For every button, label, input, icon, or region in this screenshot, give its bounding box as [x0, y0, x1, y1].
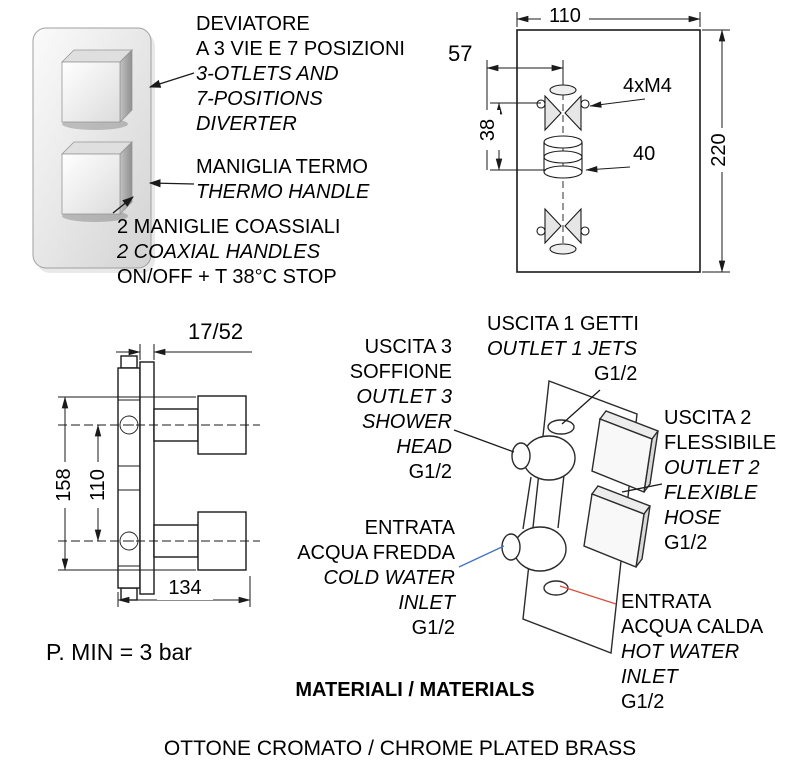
text-line: OUTLET 2 [664, 457, 760, 479]
cold-leader [458, 545, 505, 568]
outlet1-port [547, 419, 575, 435]
text-line: A 3 VIE E 7 POSIZIONI [196, 38, 405, 60]
plate-profile [139, 361, 155, 595]
text-line: 7-POSITIONS [196, 88, 323, 110]
screw-note-4xM4: 4xM4 [621, 74, 674, 98]
side-view-drawing [58, 344, 260, 607]
side-view-dimensions [58, 344, 260, 607]
text-line: G1/2 [408, 461, 452, 483]
lower-valve-body [513, 526, 567, 572]
callout-coaxial: 2 MANIGLIE COASSIALI 2 COAXIAL HANDLES O… [117, 215, 340, 290]
outlet2-leader [621, 483, 663, 493]
dim-port-40: 40 [631, 142, 658, 166]
text-line: USCITA 2 [664, 407, 752, 429]
top-port-stub [120, 355, 138, 369]
screw-hole [580, 226, 590, 236]
text-line: HOSE [664, 507, 721, 529]
text-line: 3-OTLETS AND [196, 63, 339, 85]
text-line: USCITA 1 GETTI [487, 313, 639, 335]
materials-heading: MATERIALI / MATERIALS [295, 679, 535, 701]
cartridge [536, 82, 590, 258]
diverter-knob-perspective [591, 410, 660, 493]
cold-inlet-port [501, 533, 521, 561]
text-line: INLET [398, 592, 455, 614]
text-line: USCITA 3 [364, 336, 452, 358]
text-line: FLEXIBLE [664, 482, 758, 504]
outlet3-leader [453, 429, 515, 453]
text-line: 2 MANIGLIE COASSIALI [117, 216, 341, 238]
text-line: DEVIATORE [196, 13, 310, 35]
diverter-arrow [148, 72, 195, 88]
text-line: FLESSIBILE [664, 432, 777, 454]
thermo-knob-perspective [583, 485, 652, 568]
text-line: INLET [621, 666, 678, 688]
outlet1-leader [561, 389, 601, 425]
perspective-drawing [501, 380, 660, 654]
text-line: MANIGLIA TERMO [196, 156, 368, 178]
screw-hole [536, 99, 546, 109]
dim-depth-17-52: 17/52 [186, 319, 246, 344]
thermo-handle [61, 141, 133, 222]
dim-height-158: 158 [52, 462, 76, 508]
text-line: ACQUA CALDA [621, 616, 764, 638]
label-hot-inlet: ENTRATA ACQUA CALDA HOT WATER INLET G1/2 [621, 590, 763, 715]
text-line: 2 COAXIAL HANDLES [117, 241, 321, 263]
dim-spacing-38: 38 [476, 110, 500, 150]
text-line: ENTRATA [621, 591, 712, 613]
materials-value: OTTONE CROMATO / CHROME PLATED BRASS [163, 737, 637, 760]
dim-depth-134: 134 [157, 576, 213, 600]
upper-valve-body [522, 435, 576, 481]
text-line: G1/2 [411, 617, 455, 639]
outlet3-port [511, 442, 531, 470]
coaxial-arrow [112, 196, 134, 214]
label-outlet3: USCITA 3 SOFFIONE OUTLET 3 SHOWER HEAD G… [280, 335, 452, 485]
dim-height-220: 220 [707, 128, 731, 172]
text-line: ACQUA FREDDA [297, 542, 455, 564]
hot-leader [559, 585, 617, 605]
label-outlet2: USCITA 2 FLESSIBILE OUTLET 2 FLEXIBLE HO… [664, 406, 776, 556]
text-line: ENTRATA [364, 517, 455, 539]
front-view-drawing [486, 12, 730, 273]
text-line: G1/2 [621, 691, 665, 713]
thermo-arrow [148, 179, 195, 188]
product-photo [32, 27, 195, 273]
bottom-port-stub [120, 587, 138, 601]
diverter-handle [61, 49, 133, 130]
callout-thermo: MANIGLIA TERMO THERMO HANDLE [196, 155, 369, 205]
text-line: HOT WATER [621, 641, 740, 663]
screw-hole [580, 99, 590, 109]
text-line: OUTLET 3 [356, 386, 452, 408]
dim-offset-57: 57 [446, 41, 475, 66]
text-line: DIVERTER [196, 113, 297, 135]
pressure-note: P. MIN = 3 bar [46, 639, 192, 665]
dim-width-110: 110 [541, 4, 589, 28]
text-line: SHOWER [362, 411, 452, 433]
label-cold-inlet: ENTRATA ACQUA FREDDA COLD WATER INLET G1… [283, 516, 455, 641]
text-line: THERMO HANDLE [196, 181, 370, 203]
callout-diverter: DEVIATORE A 3 VIE E 7 POSIZIONI 3-OTLETS… [196, 12, 405, 137]
text-line: COLD WATER [323, 567, 456, 589]
dim-centers-110: 110 [86, 462, 110, 508]
text-line: OUTLET 1 JETS [487, 338, 638, 360]
valve-body-profile [117, 367, 141, 589]
text-line: G1/2 [664, 532, 708, 554]
label-outlet1: USCITA 1 GETTI OUTLET 1 JETS [487, 312, 639, 362]
screw-hole [536, 226, 546, 236]
text-line: ON/OFF + T 38°C STOP [117, 266, 337, 288]
label-outlet1-size: G1/2 [594, 363, 638, 385]
text-line: HEAD [396, 436, 452, 458]
text-line: SOFFIONE [349, 361, 452, 383]
